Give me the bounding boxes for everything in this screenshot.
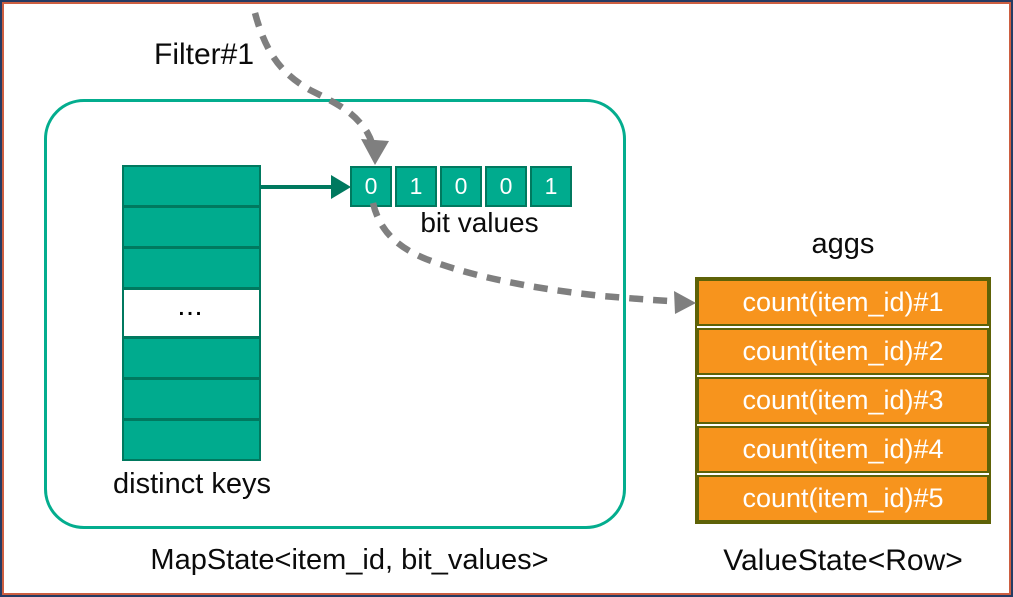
agg-row: count(item_id)#4 bbox=[697, 426, 989, 473]
stack-cell-ellipsis: ... bbox=[122, 288, 261, 338]
agg-row: count(item_id)#2 bbox=[697, 328, 989, 375]
aggs-label: aggs bbox=[811, 228, 875, 260]
aggs-table: count(item_id)#1 count(item_id)#2 count(… bbox=[695, 277, 991, 524]
valuestate-label: ValueState<Row> bbox=[723, 544, 963, 577]
mapstate-label: MapState<item_id, bit_values> bbox=[150, 544, 549, 576]
agg-row: count(item_id)#3 bbox=[697, 377, 989, 424]
stack-cell bbox=[122, 247, 261, 289]
bit-cell: 1 bbox=[530, 166, 572, 207]
bit-cell: 0 bbox=[485, 166, 527, 207]
agg-row: count(item_id)#1 bbox=[697, 279, 989, 326]
distinct-keys-stack: ... bbox=[122, 165, 261, 461]
bitrow-to-aggs-arrowhead-icon bbox=[674, 291, 696, 314]
stack-cell bbox=[122, 165, 261, 207]
distinct-keys-label: distinct keys bbox=[113, 468, 271, 500]
bit-values-row: 0 1 0 0 1 bbox=[350, 166, 572, 207]
stack-cell bbox=[122, 378, 261, 420]
stack-cell bbox=[122, 206, 261, 248]
bit-cell: 0 bbox=[350, 166, 392, 207]
bit-cell: 0 bbox=[440, 166, 482, 207]
agg-row: count(item_id)#5 bbox=[697, 475, 989, 522]
filter-label: Filter#1 bbox=[154, 38, 255, 71]
bit-cell: 1 bbox=[395, 166, 437, 207]
bit-values-label: bit values bbox=[420, 207, 539, 238]
stack-cell bbox=[122, 337, 261, 379]
stack-cell bbox=[122, 419, 261, 461]
